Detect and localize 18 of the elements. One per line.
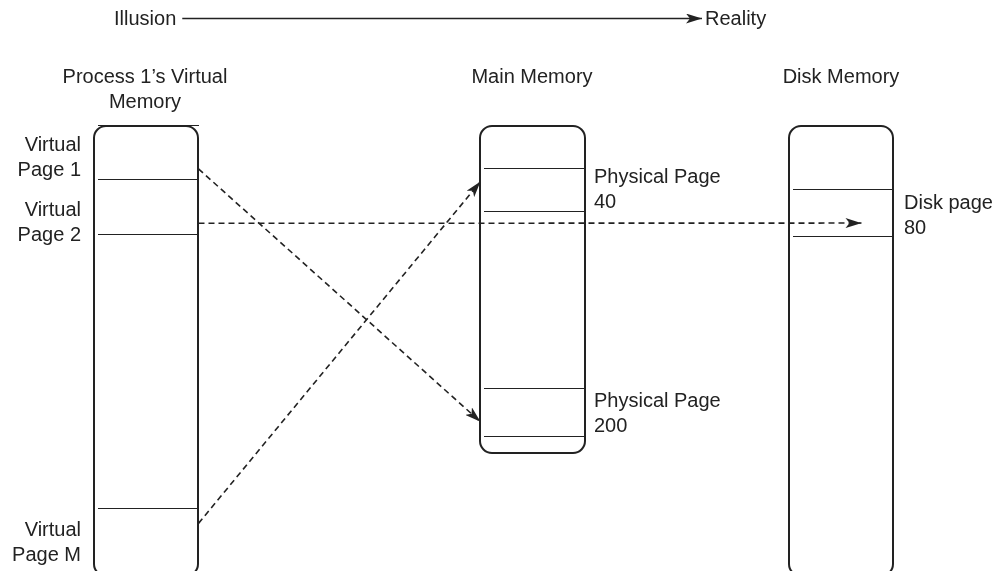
page-band (792, 188, 894, 237)
page-label: Virtual Page 1 (16, 132, 81, 182)
page-band (483, 167, 586, 212)
end-label: Illusion (114, 6, 177, 31)
page-label: Virtual Page M (11, 517, 81, 567)
arrow (181, 13, 703, 24)
column-heading: Process 1’s Virtual Memory (61, 64, 229, 114)
column-heading: Main Memory (470, 64, 594, 89)
page-band (483, 387, 586, 437)
page-label: Physical Page 200 (594, 388, 722, 438)
end-label: Reality (705, 6, 767, 31)
column-heading: Disk Memory (781, 64, 901, 89)
dashed-arrow (197, 180, 482, 525)
dashed-arrow (197, 218, 863, 229)
page-label: Physical Page 40 (594, 164, 722, 214)
dashed-arrow (197, 168, 482, 423)
page-label: Virtual Page 2 (16, 197, 81, 247)
page-label: Disk page 80 (904, 190, 994, 240)
